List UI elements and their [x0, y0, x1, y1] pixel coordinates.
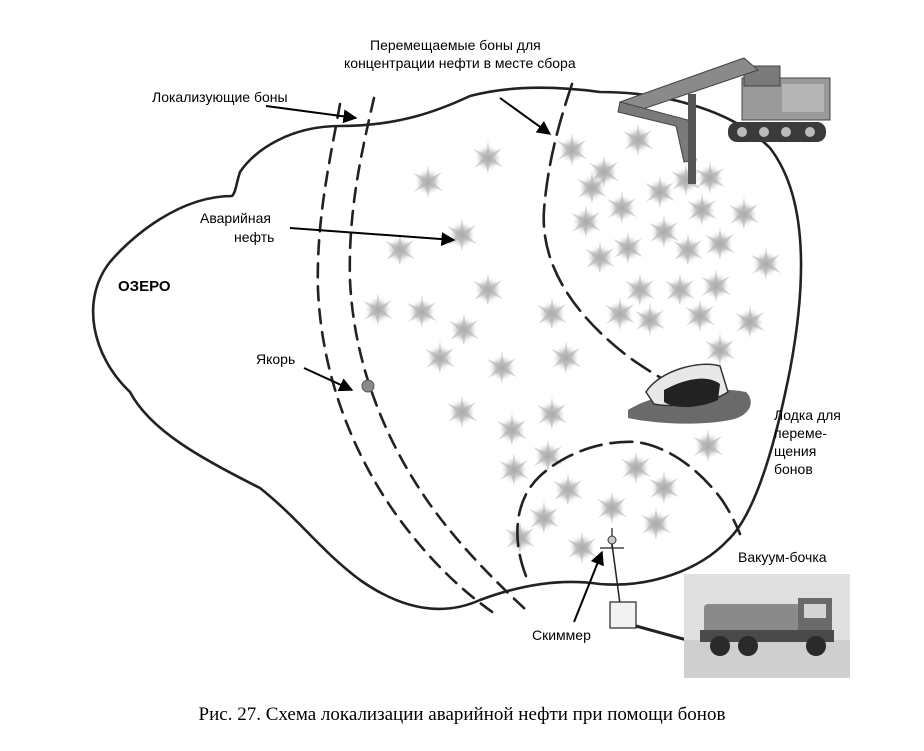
vacuum-truck-photo	[684, 574, 850, 678]
label-boat-3: щения	[774, 443, 816, 459]
collection-boom	[516, 440, 742, 578]
label-skimmer: Скиммер	[532, 627, 591, 643]
excavator	[617, 57, 831, 184]
label-vacuum-truck: Вакуум-бочка	[738, 549, 827, 565]
lake-outline	[91, 86, 803, 611]
arrow-movable-booms	[499, 97, 552, 135]
label-localizing-booms: Локализующие боны	[152, 89, 288, 105]
localizing-boom-right	[348, 96, 528, 612]
label-movable-booms-2: концентрации нефти в месте сбора	[344, 55, 576, 71]
label-emergency-oil-1: Аварийная	[200, 210, 271, 226]
arrow-emergency-oil	[289, 227, 456, 247]
label-movable-booms-1: Перемещаемые боны для	[370, 37, 541, 53]
label-anchor: Якорь	[256, 351, 295, 367]
movable-boom	[542, 82, 678, 388]
pointer-arrows	[265, 97, 604, 623]
label-boat-2: переме-	[774, 425, 827, 441]
label-boat-4: бонов	[774, 461, 813, 477]
label-boat-1: Лодка для	[774, 407, 841, 423]
lake-label: ОЗЕРО	[118, 278, 171, 295]
label-emergency-oil-2: нефть	[234, 229, 274, 245]
arrow-anchor	[303, 367, 354, 392]
skimmer	[600, 528, 695, 644]
anchor-marker	[361, 379, 375, 393]
boom-boat	[628, 363, 751, 424]
localizing-boom-left	[316, 102, 500, 618]
arrow-localizing-booms	[265, 105, 358, 124]
figure-caption: Рис. 27. Схема локализации аварийной неф…	[198, 704, 726, 725]
arrow-skimmer	[573, 550, 604, 623]
